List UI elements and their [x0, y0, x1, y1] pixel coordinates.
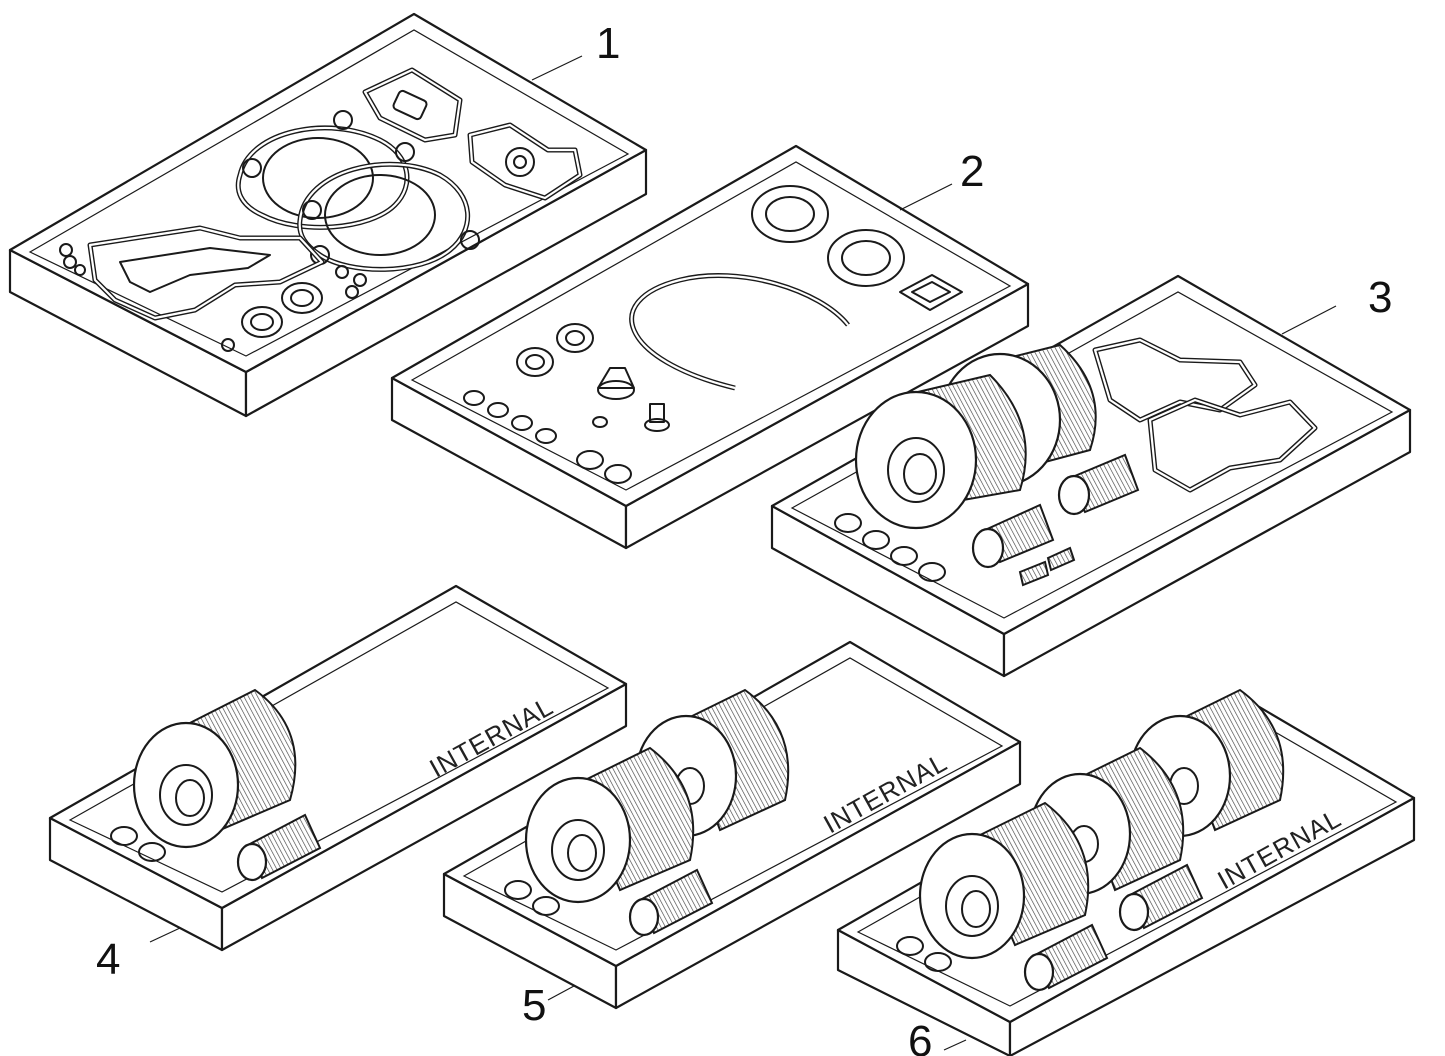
kit-6-internal-tray: INTERNAL: [836, 688, 1416, 1056]
kit-4-filter: [132, 688, 322, 882]
callout-3: 3: [1281, 273, 1392, 335]
callout-1: 1: [531, 19, 620, 81]
cover-gasket-ring: [629, 273, 850, 391]
kit-2-o-rings: [463, 390, 632, 484]
callout-label-2: 2: [960, 147, 984, 196]
kit-2-seal-tray: [390, 144, 1030, 550]
kit-4-o-rings: [110, 826, 166, 862]
plug-and-valve: [597, 367, 670, 432]
callout-4: 4: [96, 927, 181, 984]
callout-5: 5: [522, 981, 575, 1030]
callout-label-1: 1: [596, 19, 620, 68]
kit-1-seals: [59, 243, 367, 352]
kit-5-internal-tray: INTERNAL: [442, 640, 1022, 1010]
callout-6: 6: [908, 1017, 967, 1056]
callout-2: 2: [899, 147, 984, 211]
kit-3-filter-front: [854, 373, 1027, 530]
kit-1-gasket-tray: [8, 12, 648, 418]
square-gasket: [899, 274, 963, 311]
callout-label-3: 3: [1368, 273, 1392, 322]
callout-label-4: 4: [96, 935, 120, 984]
kit-3-gaskets: [1092, 337, 1318, 493]
oil-seals: [516, 185, 905, 377]
kit-6-o-rings: [896, 936, 952, 972]
callout-label-6: 6: [908, 1017, 932, 1056]
kit-6-filter-front: [918, 801, 1090, 960]
kit-6-small-filters: [1023, 863, 1204, 992]
kit-3-small-filters: [971, 453, 1140, 587]
kit-3-o-rings: [834, 513, 946, 582]
kit-3-filter-tray: [770, 274, 1412, 678]
kit-4-internal-tray: INTERNAL: [48, 584, 628, 952]
kit-5-o-rings: [504, 880, 560, 916]
kit-5-filter-front: [524, 746, 714, 937]
head-gasket-2: [297, 161, 471, 272]
intake-gasket: [87, 225, 325, 321]
callout-label-5: 5: [522, 981, 546, 1030]
manifold-gaskets: [362, 67, 583, 201]
